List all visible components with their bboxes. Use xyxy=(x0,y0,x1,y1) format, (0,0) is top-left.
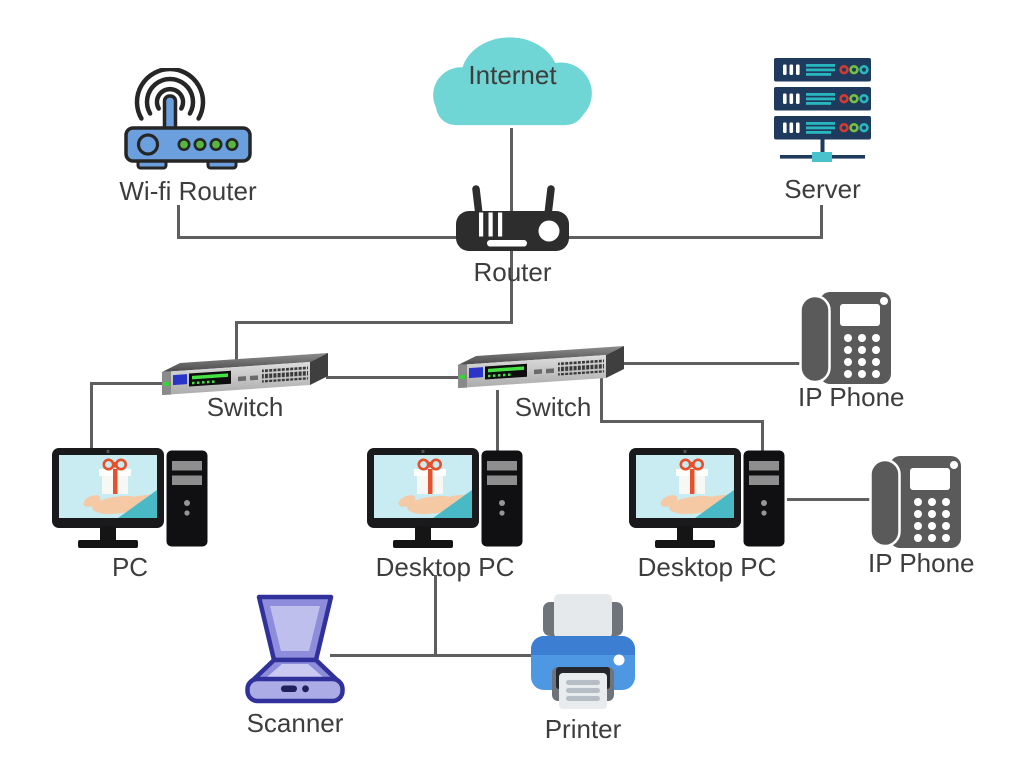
ip-phone-icon xyxy=(869,454,963,550)
node-printer: Printer xyxy=(527,593,639,744)
node-label: Switch xyxy=(206,392,284,422)
wire-switch-ipphone-top xyxy=(622,362,800,365)
computer-tower-icon xyxy=(743,450,785,547)
wire-server-horizontal xyxy=(568,236,823,239)
wire-server-vertical xyxy=(820,205,823,238)
wire-switch-desktop-right-v2 xyxy=(761,420,764,454)
node-label: Router xyxy=(473,257,552,287)
wire-switch-desktop-right-h xyxy=(600,420,764,423)
node-wifi-router: Wi-fi Router xyxy=(118,68,258,208)
wire-desktop-ipphone-right xyxy=(787,498,872,501)
node-label: Printer xyxy=(544,714,622,744)
wire-router-down xyxy=(510,250,513,323)
wire-switch-desktop-right-v1 xyxy=(600,378,603,423)
desktop-computer-icon xyxy=(629,448,741,550)
wire-router-switch-horizontal xyxy=(235,321,513,324)
wire-scanner-printer-h xyxy=(330,654,531,657)
node-scanner: Scanner xyxy=(245,594,345,739)
wire-switch-left-up xyxy=(235,321,238,363)
node-switch-left: Switch xyxy=(160,350,330,425)
node-label: Server xyxy=(784,174,861,204)
wire-wifi-router-vertical xyxy=(177,205,180,238)
node-label: IP Phone xyxy=(868,548,975,578)
node-label: Wi-fi Router xyxy=(119,176,257,206)
node-label: Switch xyxy=(514,392,592,422)
wire-desktop-peripherals-v xyxy=(434,575,437,656)
wifi-router-icon xyxy=(124,68,252,170)
node-router: Router xyxy=(450,183,575,288)
node-pc: PC xyxy=(52,448,208,583)
node-label: Scanner xyxy=(246,708,344,738)
computer-tower-icon xyxy=(481,450,523,547)
server-rack-icon xyxy=(774,58,871,162)
desktop-computer-icon xyxy=(52,448,164,550)
node-switch-right: Switch xyxy=(456,343,626,423)
node-server: Server xyxy=(770,58,875,208)
wire-switch-desktop-center xyxy=(496,390,499,454)
router-icon xyxy=(456,185,569,251)
computer-tower-icon xyxy=(166,450,208,547)
printer-icon xyxy=(531,594,635,709)
node-internet: Internet xyxy=(415,28,610,140)
wire-switch-to-switch xyxy=(326,376,460,379)
node-desktop-pc-center: Desktop PC xyxy=(367,448,523,583)
wire-pc-vertical xyxy=(90,382,93,452)
node-label: Desktop PC xyxy=(375,552,515,582)
network-switch-icon xyxy=(458,346,624,388)
wire-internet-router xyxy=(510,128,513,215)
desktop-computer-icon xyxy=(367,448,479,550)
ip-phone-icon xyxy=(799,290,893,386)
wire-wifi-router-horizontal xyxy=(177,236,458,239)
node-label: IP Phone xyxy=(798,382,905,412)
node-label: PC xyxy=(111,552,149,582)
wire-pc-horizontal xyxy=(90,382,170,385)
node-label: Internet xyxy=(468,60,557,90)
scanner-icon xyxy=(245,594,345,704)
node-ip-phone-top: IP Phone xyxy=(798,288,905,413)
node-ip-phone-right: IP Phone xyxy=(868,452,975,578)
node-desktop-pc-right: Desktop PC xyxy=(629,448,785,583)
cloud-icon xyxy=(433,37,592,126)
node-label: Desktop PC xyxy=(637,552,777,582)
